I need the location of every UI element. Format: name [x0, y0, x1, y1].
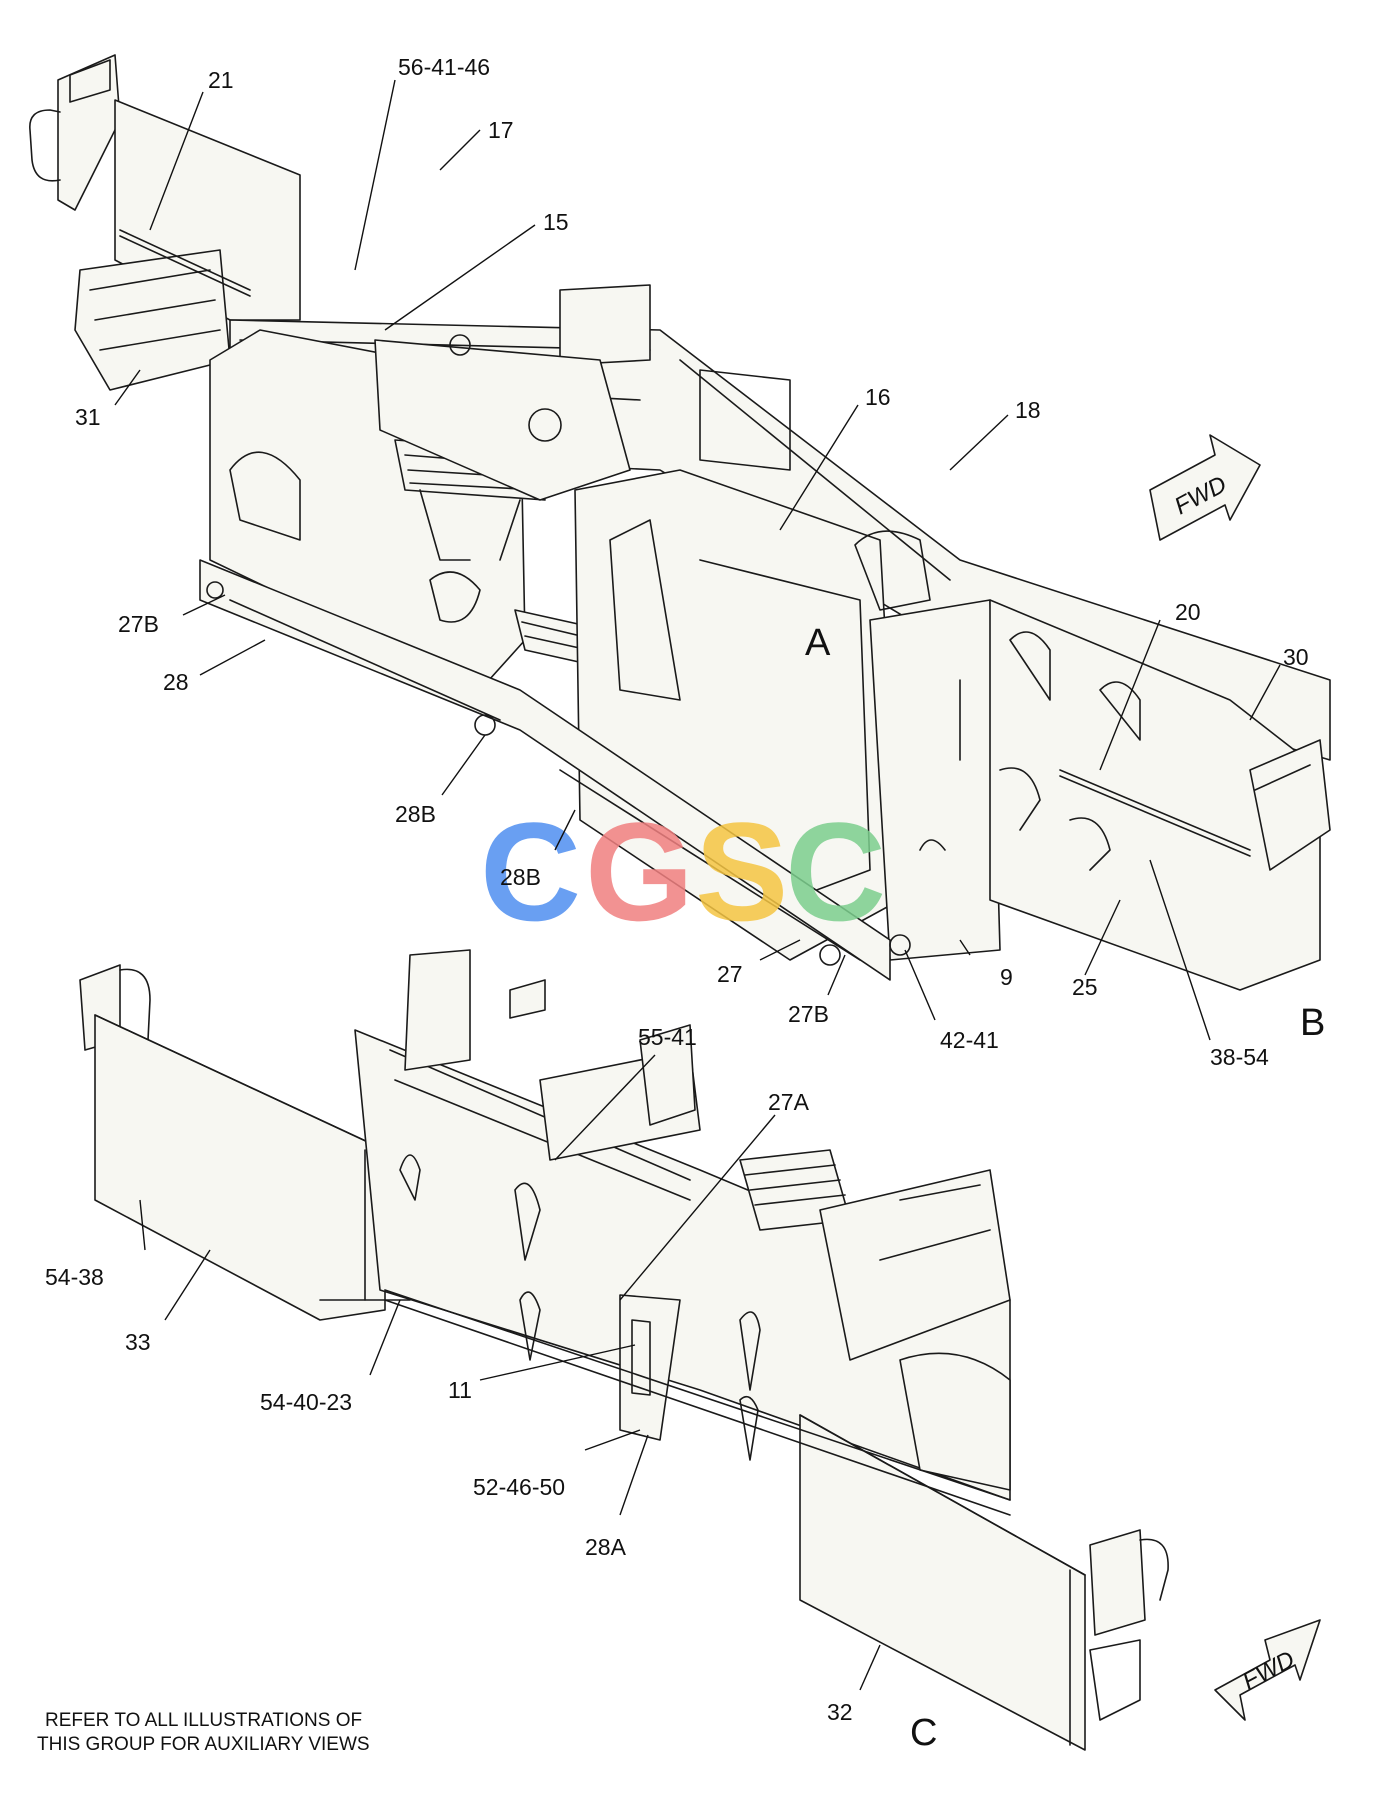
callout-16: 16: [865, 384, 891, 410]
callout-42-41: 42-41: [940, 1027, 999, 1053]
callout-25: 25: [1072, 974, 1098, 1000]
auxiliary-views-note: REFER TO ALL ILLUSTRATIONS OF THIS GROUP…: [37, 1710, 370, 1755]
callout-20: 20: [1175, 599, 1201, 625]
callout-15: 15: [543, 209, 569, 235]
note-line-2: THIS GROUP FOR AUXILIARY VIEWS: [37, 1734, 370, 1755]
callout-9: 9: [1000, 964, 1013, 990]
view-letters: A B C: [805, 622, 1325, 1754]
callout-28b-1: 28B: [395, 801, 436, 827]
watermark-letter-1: C: [480, 793, 581, 950]
callout-54-38: 54-38: [45, 1264, 104, 1290]
watermark-letter-2: G: [585, 793, 694, 950]
callout-28: 28: [163, 669, 189, 695]
view-letter-b: B: [1300, 1002, 1325, 1044]
watermark-letter-4: C: [785, 793, 886, 950]
callout-21: 21: [208, 67, 234, 93]
watermark-logo: C G S C: [480, 793, 886, 950]
callout-28a: 28A: [585, 1534, 627, 1560]
leader-lines: [114, 79, 1281, 1691]
callout-32: 32: [827, 1699, 853, 1725]
callout-11: 11: [448, 1377, 472, 1403]
callout-labels: 21 56-41-46 17 15 31 16 18 27B 28 28B 28…: [45, 54, 1309, 1725]
callout-30: 30: [1283, 644, 1309, 670]
note-line-1: REFER TO ALL ILLUSTRATIONS OF: [45, 1710, 362, 1731]
callout-27b-left: 27B: [118, 611, 159, 637]
callout-27: 27: [717, 961, 743, 987]
callout-28b-2: 28B: [500, 864, 541, 890]
callout-27a: 27A: [768, 1089, 810, 1115]
callout-18: 18: [1015, 397, 1041, 423]
callout-31: 31: [75, 404, 101, 430]
callout-55-41: 55-41: [638, 1024, 697, 1050]
callout-17: 17: [488, 117, 514, 143]
callout-27b-right: 27B: [788, 1001, 829, 1027]
callout-33: 33: [125, 1329, 151, 1355]
callout-56-41-46: 56-41-46: [398, 54, 490, 80]
callout-38-54: 38-54: [1210, 1044, 1269, 1070]
watermark-letter-3: S: [695, 793, 788, 950]
upper-frame-assembly: [29, 54, 1331, 991]
lower-frame-assembly: [79, 949, 1321, 1751]
view-letter-a: A: [805, 622, 831, 664]
callout-52-46-50: 52-46-50: [473, 1474, 565, 1500]
callout-54-40-23: 54-40-23: [260, 1389, 352, 1415]
view-letter-c: C: [910, 1712, 937, 1754]
